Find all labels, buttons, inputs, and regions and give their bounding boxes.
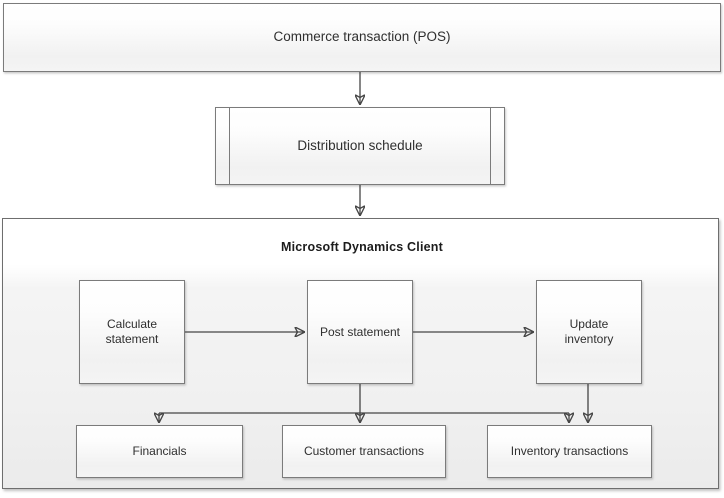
node-calculate-statement: Calculate statement: [79, 280, 185, 384]
node-distribution-schedule: Distribution schedule: [215, 107, 505, 185]
node-calculate-statement-label: Calculate statement: [105, 317, 159, 346]
predefined-process-right-bar: [489, 108, 491, 184]
node-customer-transactions: Customer transactions: [282, 425, 446, 478]
node-inventory-transactions-label: Inventory transactions: [510, 444, 629, 458]
predefined-process-left-bar: [229, 108, 231, 184]
node-inventory-transactions: Inventory transactions: [487, 425, 652, 478]
node-update-inventory: Update inventory: [536, 280, 642, 384]
node-customer-transactions-label: Customer transactions: [303, 444, 425, 458]
node-commerce-transaction-label: Commerce transaction (POS): [273, 29, 451, 45]
dynamics-client-title: Microsoft Dynamics Client: [281, 240, 443, 254]
node-distribution-schedule-label: Distribution schedule: [297, 137, 423, 153]
node-post-statement-label: Post statement: [319, 324, 401, 339]
node-financials-label: Financials: [132, 444, 187, 458]
node-update-inventory-label: Update inventory: [564, 317, 614, 346]
node-post-statement: Post statement: [307, 280, 413, 384]
node-financials: Financials: [76, 425, 243, 478]
node-commerce-transaction: Commerce transaction (POS): [3, 3, 721, 72]
